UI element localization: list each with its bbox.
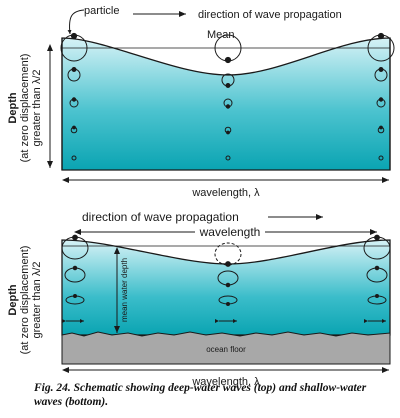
wavelength-label-top: wavelength, λ	[191, 187, 260, 199]
depth-label-bottom-2: (at zero displacement)	[19, 246, 31, 355]
orbit-column-trough	[214, 34, 242, 161]
ellipse-column-right	[363, 234, 391, 323]
depth-label-top-3: greater than λ/2	[31, 69, 43, 146]
mean-water-depth-label: mean water depth	[120, 258, 129, 322]
ocean-floor	[61, 331, 391, 365]
ellipse-column-left	[61, 234, 89, 323]
ellipse-column-middle	[214, 242, 242, 323]
particle-label: particle	[84, 5, 119, 17]
mean-label: Mean	[207, 29, 235, 41]
depth-label-bottom-3: greater than λ/2	[31, 261, 43, 338]
depth-label-bottom-1: Depth	[7, 284, 19, 315]
wavelength-label-bottom: wavelength, λ	[191, 376, 260, 388]
orbit-column-crest-right	[367, 32, 395, 161]
propagation-label-top: direction of wave propagation	[198, 9, 342, 21]
figure-caption: Fig. 24. Schematic showing deep-water wa…	[34, 382, 367, 408]
propagation-label-bottom: direction of wave propagation	[82, 210, 239, 224]
depth-label-top-2: (at zero displacement)	[19, 54, 31, 163]
ocean-floor-label: ocean floor	[206, 345, 246, 354]
shallow-water-panel: direction of wave propagation wavelength…	[7, 210, 391, 388]
deep-water-panel: particle direction of wave propagation M…	[7, 5, 395, 199]
orbit-column-crest-left	[60, 32, 88, 161]
wavelength-top-label: wavelength	[199, 225, 261, 239]
depth-label-top-1: Depth	[7, 92, 19, 123]
